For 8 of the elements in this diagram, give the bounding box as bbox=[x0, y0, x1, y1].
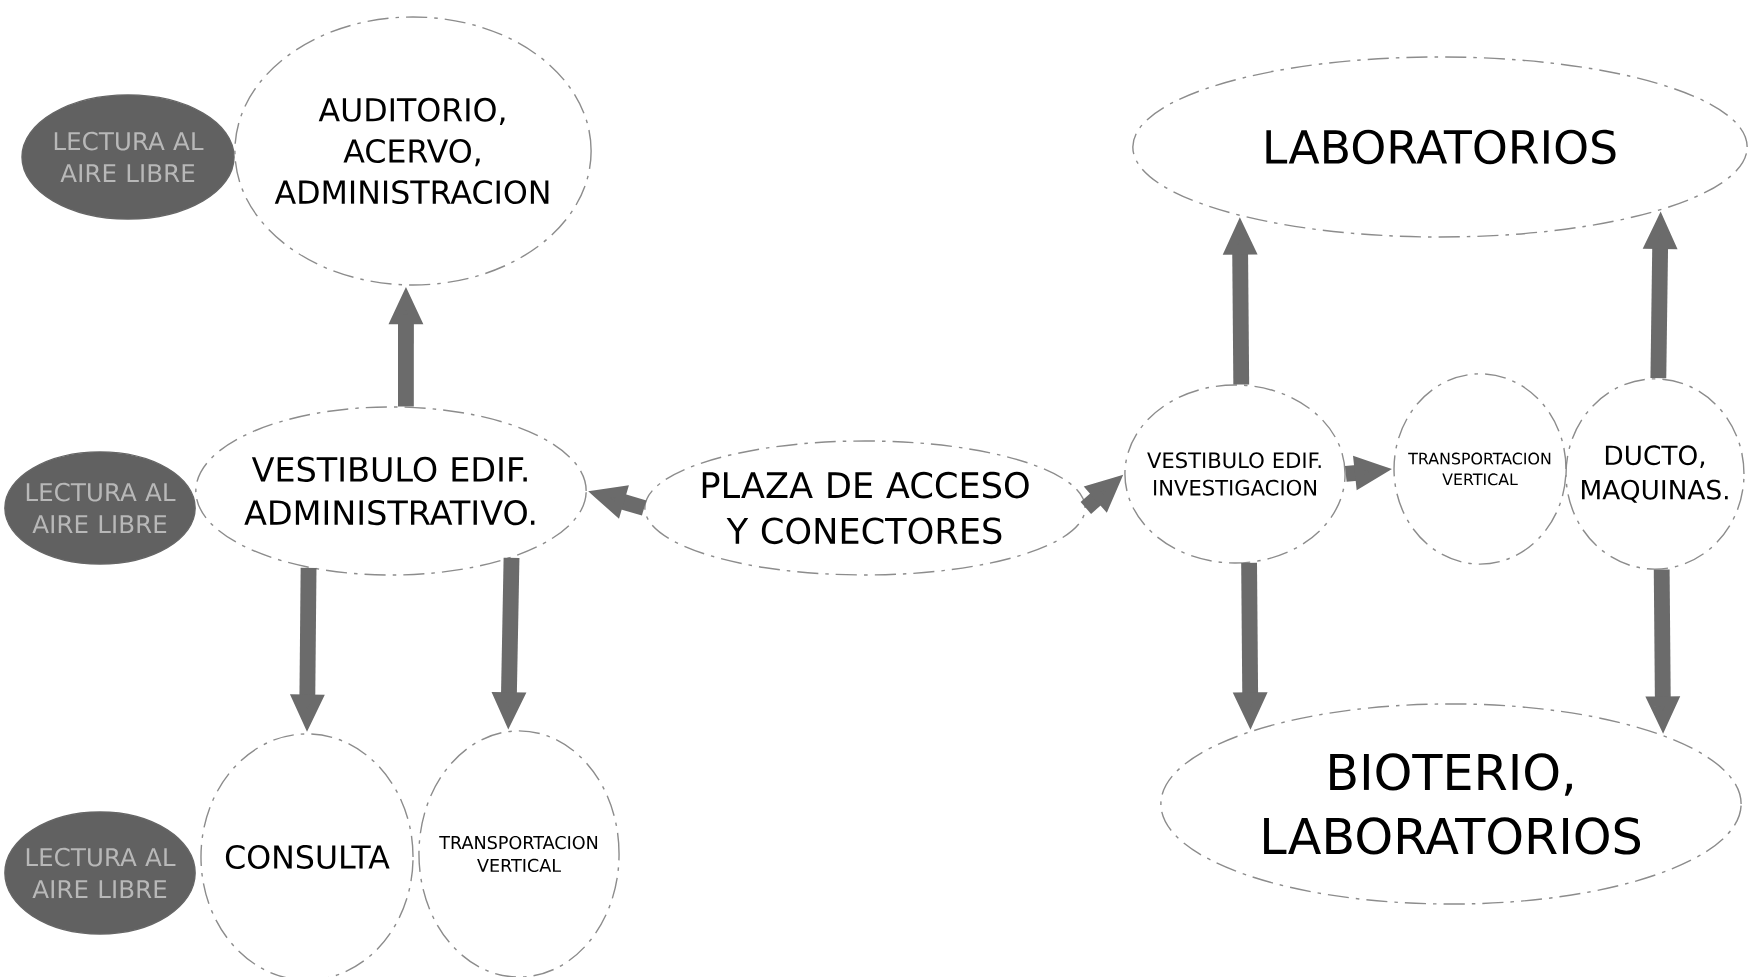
ellipse-node: VESTIBULO EDIF. ADMINISTRATIVO. bbox=[195, 406, 587, 576]
ellipse-node: VESTIBULO EDIF. INVESTIGACION bbox=[1124, 384, 1346, 564]
ellipse-node: TRANSPORTACION VERTICAL bbox=[1393, 373, 1567, 565]
ellipse-node: AUDITORIO, ACERVO, ADMINISTRACION bbox=[234, 16, 592, 286]
ellipse-node: LABORATORIOS bbox=[1132, 56, 1748, 238]
ellipse-node: PLAZA DE ACCESO Y CONECTORES bbox=[644, 440, 1086, 576]
ellipse-node: BIOTERIO, LABORATORIOS bbox=[1160, 703, 1742, 905]
ellipse-node: DUCTO, MAQUINAS. bbox=[1565, 378, 1745, 570]
